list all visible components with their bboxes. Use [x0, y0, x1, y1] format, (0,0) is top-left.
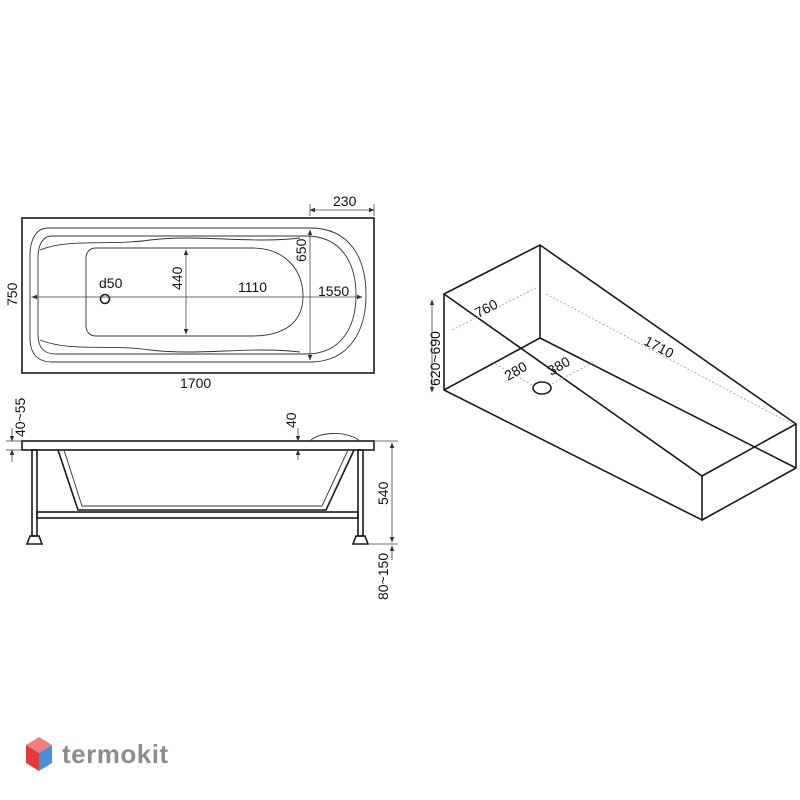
dim-bottom-width-label: 440: [169, 266, 185, 290]
dim-drain-x-label: 280: [502, 358, 530, 384]
drain-label: d50: [99, 275, 123, 291]
foot-right: [351, 535, 370, 545]
tub-body-inner: [63, 449, 349, 507]
dim-width-label: 750: [4, 282, 20, 306]
tub-body: [57, 449, 355, 511]
side-view: 40~55 40 540 80~150: [6, 397, 398, 600]
dim-height-label: 540: [375, 481, 391, 505]
headrest: [309, 433, 361, 442]
box-drain: [532, 381, 552, 395]
tub-rim: [21, 440, 375, 451]
tub-floor: [85, 247, 304, 337]
leg-right: [357, 449, 364, 537]
frame-bar: [36, 511, 359, 519]
top-view: d50 1550 1110 440 650 230 750 1700: [4, 193, 375, 391]
watermark: termokit: [24, 735, 169, 773]
tub-outline: [21, 217, 375, 374]
panel-view: 760 1710 620~690 280 380: [427, 244, 798, 522]
watermark-text: termokit: [62, 738, 169, 769]
dim-inner-length-label: 1550: [318, 283, 349, 299]
drain-circle: [99, 293, 111, 305]
hint-line: [491, 361, 535, 387]
dim-offset-label: 230: [333, 193, 357, 209]
dim-feet-label: 80~150: [375, 553, 391, 600]
dim-rim-label: 40~55: [12, 397, 28, 437]
dim-drain-y-label: 380: [545, 353, 573, 379]
box-inner-bottom: [539, 337, 797, 469]
tub-contour-bottom: [39, 339, 301, 353]
dim-length-label: 1700: [180, 375, 211, 391]
tub-contour-top: [39, 237, 301, 251]
dim-thickness-label: 40: [283, 412, 299, 428]
termokit-logo-icon: [26, 737, 52, 771]
tub-inner-rim: [29, 227, 367, 363]
box-front-face: [443, 294, 703, 522]
dim-bottom-length-label: 1110: [238, 279, 267, 295]
dim-box-height-label: 620~690: [427, 331, 443, 386]
leg-left: [31, 449, 38, 537]
box-right-face: [701, 424, 797, 521]
dim-inner-width-label: 650: [293, 238, 309, 262]
foot-left: [25, 535, 44, 545]
